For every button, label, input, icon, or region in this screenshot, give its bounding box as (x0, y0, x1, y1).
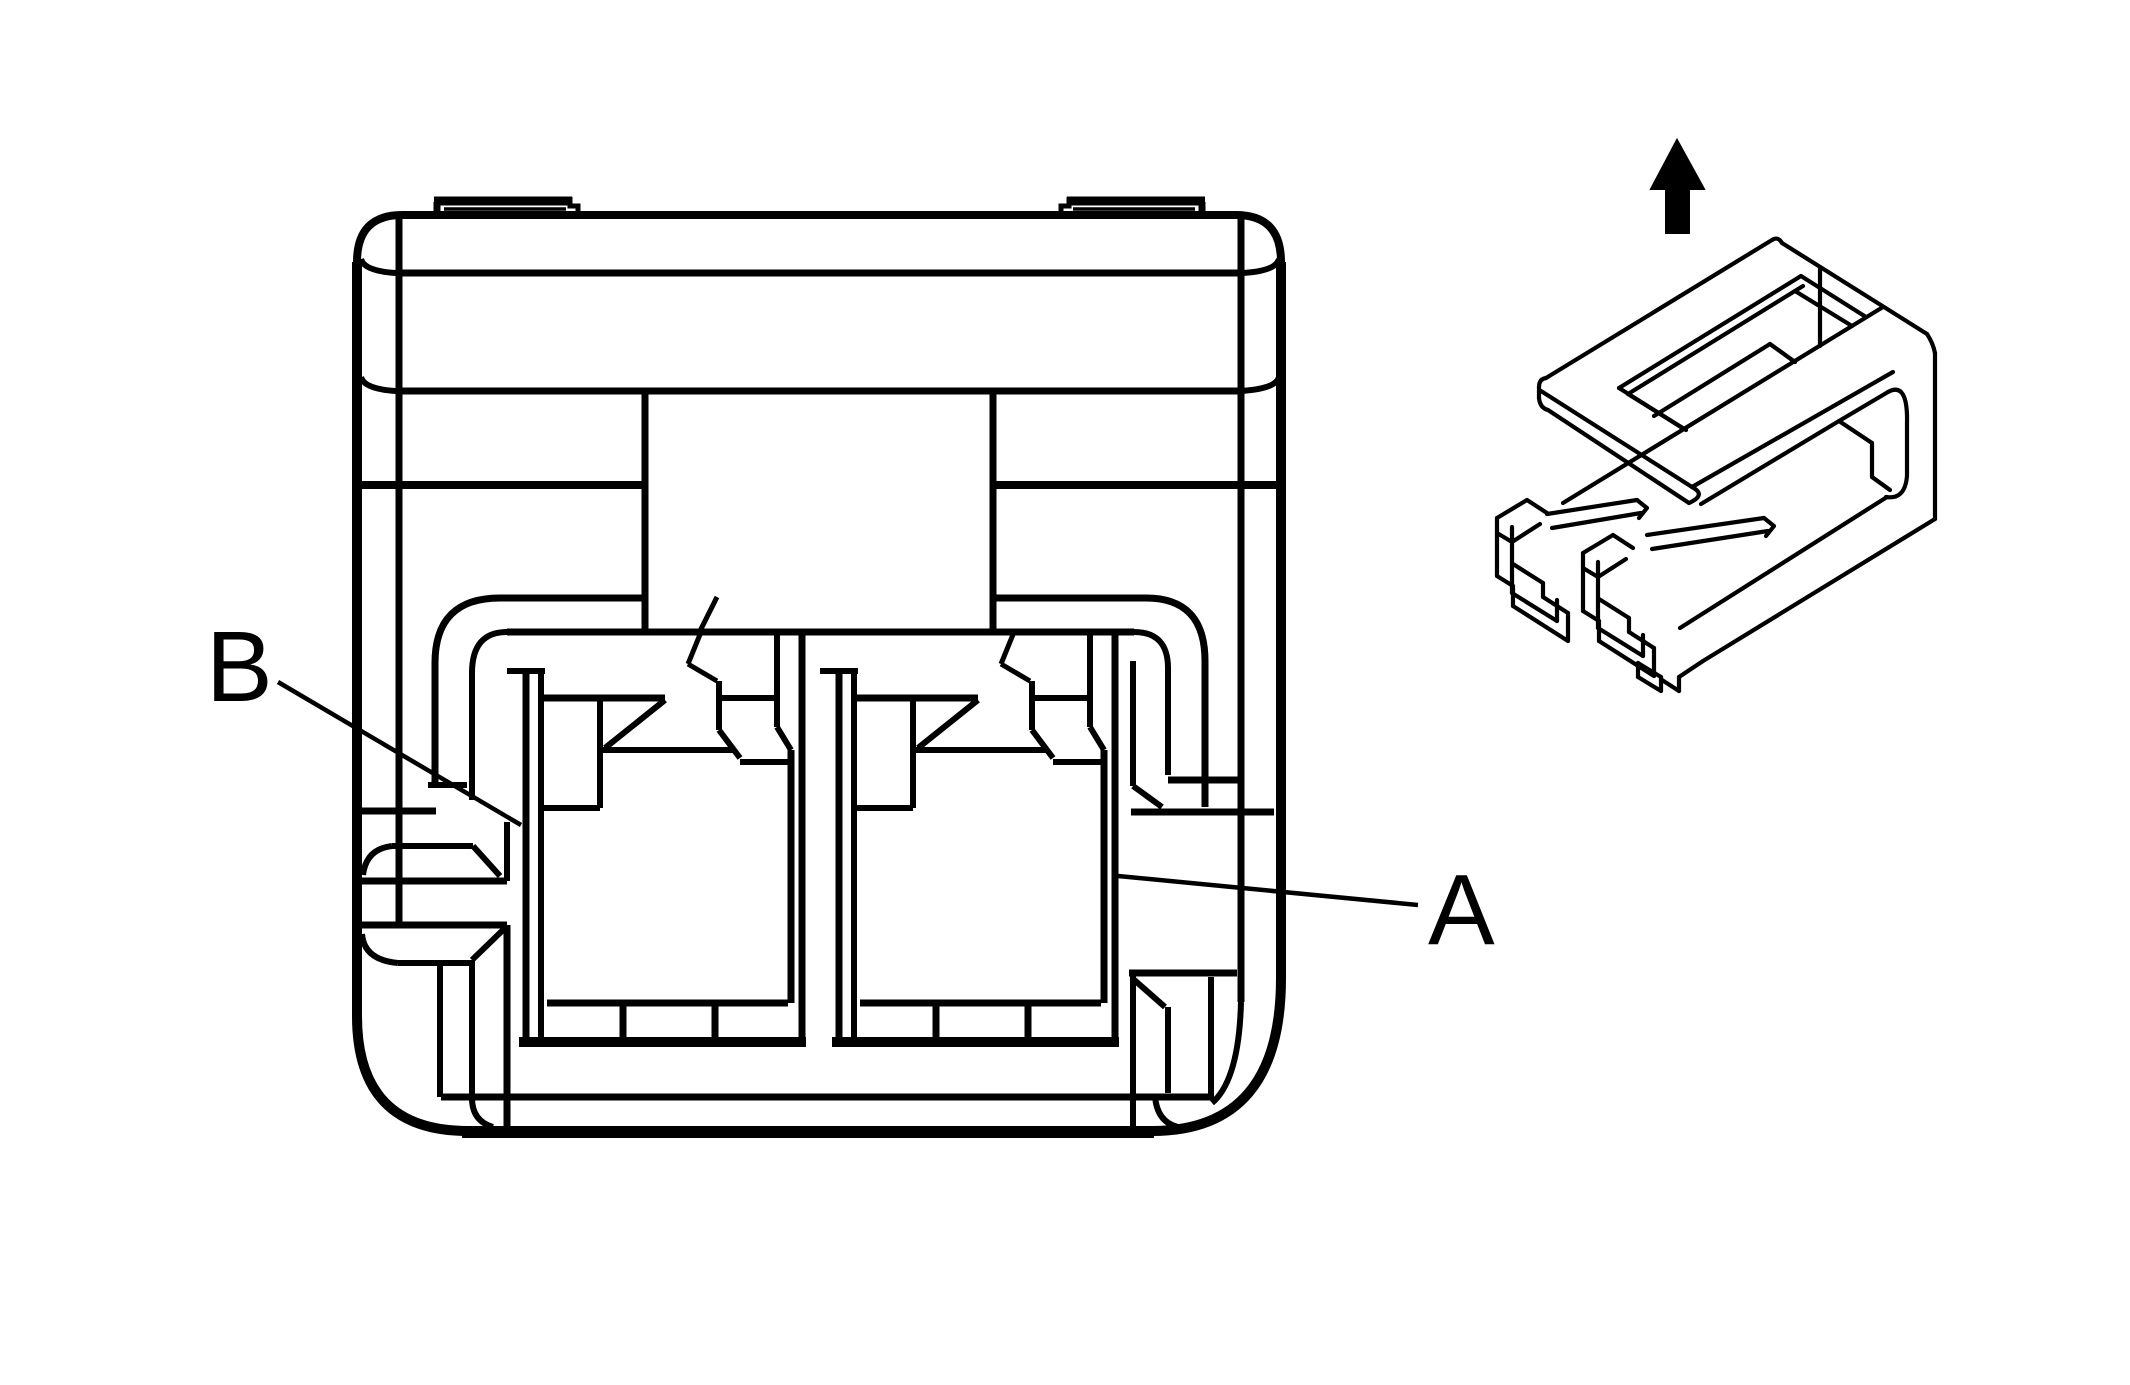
svg-text:B: B (206, 611, 273, 723)
svg-text:A: A (1428, 854, 1495, 966)
